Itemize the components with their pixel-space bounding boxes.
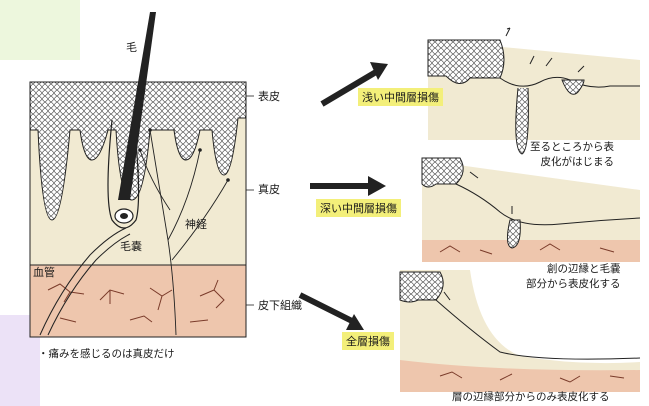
label-epidermis: 表皮 bbox=[258, 90, 280, 104]
left-tint bbox=[0, 0, 80, 60]
deep-wound-section bbox=[422, 158, 640, 262]
label-full-thickness: 全層損傷 bbox=[342, 332, 394, 350]
label-hair: 毛 bbox=[126, 41, 137, 55]
label-dermis: 真皮 bbox=[258, 183, 280, 197]
note-shallow-line1: 至るところから表 bbox=[530, 140, 614, 155]
label-deep-partial: 深い中間層損傷 bbox=[316, 199, 401, 217]
note-deep: 創の辺縁と毛嚢 部分から表皮化する bbox=[526, 262, 621, 292]
deep-epidermis bbox=[422, 158, 463, 187]
full-epidermis bbox=[400, 272, 443, 302]
pain-footnote: ・痛みを感じるのは真皮だけ bbox=[38, 346, 175, 361]
note-shallow: 至るところから表 皮化がはじまる bbox=[530, 140, 614, 170]
label-subcutis: 皮下組織 bbox=[258, 299, 302, 313]
label-follicle: 毛嚢 bbox=[120, 240, 142, 254]
label-nerve: 神経 bbox=[185, 218, 207, 232]
note-deep-line2: 部分から表皮化する bbox=[526, 277, 621, 292]
label-shallow-partial: 浅い中間層損傷 bbox=[358, 88, 443, 106]
shallow-follicle bbox=[516, 88, 529, 154]
note-deep-line1: 創の辺縁と毛嚢 bbox=[526, 262, 621, 277]
note-shallow-line2: 皮化がはじまる bbox=[530, 155, 614, 170]
skin-cross-section bbox=[30, 12, 254, 337]
note-full: 層の辺縁部分からのみ表皮化する bbox=[452, 389, 610, 404]
subcutis-layer bbox=[30, 265, 246, 337]
label-vessel: 血管 bbox=[33, 266, 55, 280]
arrow-full bbox=[300, 295, 364, 330]
shallow-wound-section bbox=[428, 28, 640, 154]
arrow-deep bbox=[310, 176, 386, 196]
